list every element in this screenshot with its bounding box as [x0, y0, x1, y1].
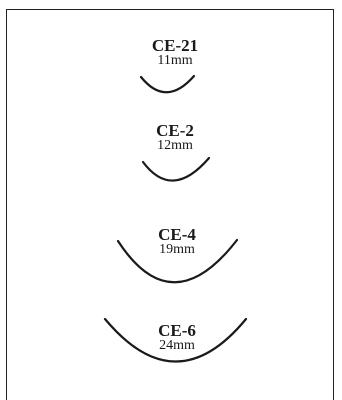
needle-code: CE-21 [151, 36, 199, 55]
needle-size: 24mm [159, 338, 195, 353]
needle-size: 19mm [159, 242, 195, 257]
needle-label-ce-4: CE-4 19mm [6, 225, 342, 257]
needle-label-ce-2: CE-2 12mm [4, 121, 342, 153]
needle-code: CE-2 [156, 121, 194, 140]
needle-label-ce-21: CE-21 11mm [4, 36, 342, 68]
needle-size: 12mm [157, 138, 193, 153]
needle-code: CE-6 [158, 321, 196, 340]
needle-label-ce-6: CE-6 24mm [6, 321, 342, 353]
needle-size: 11mm [157, 53, 193, 68]
needle-code: CE-4 [158, 225, 196, 244]
